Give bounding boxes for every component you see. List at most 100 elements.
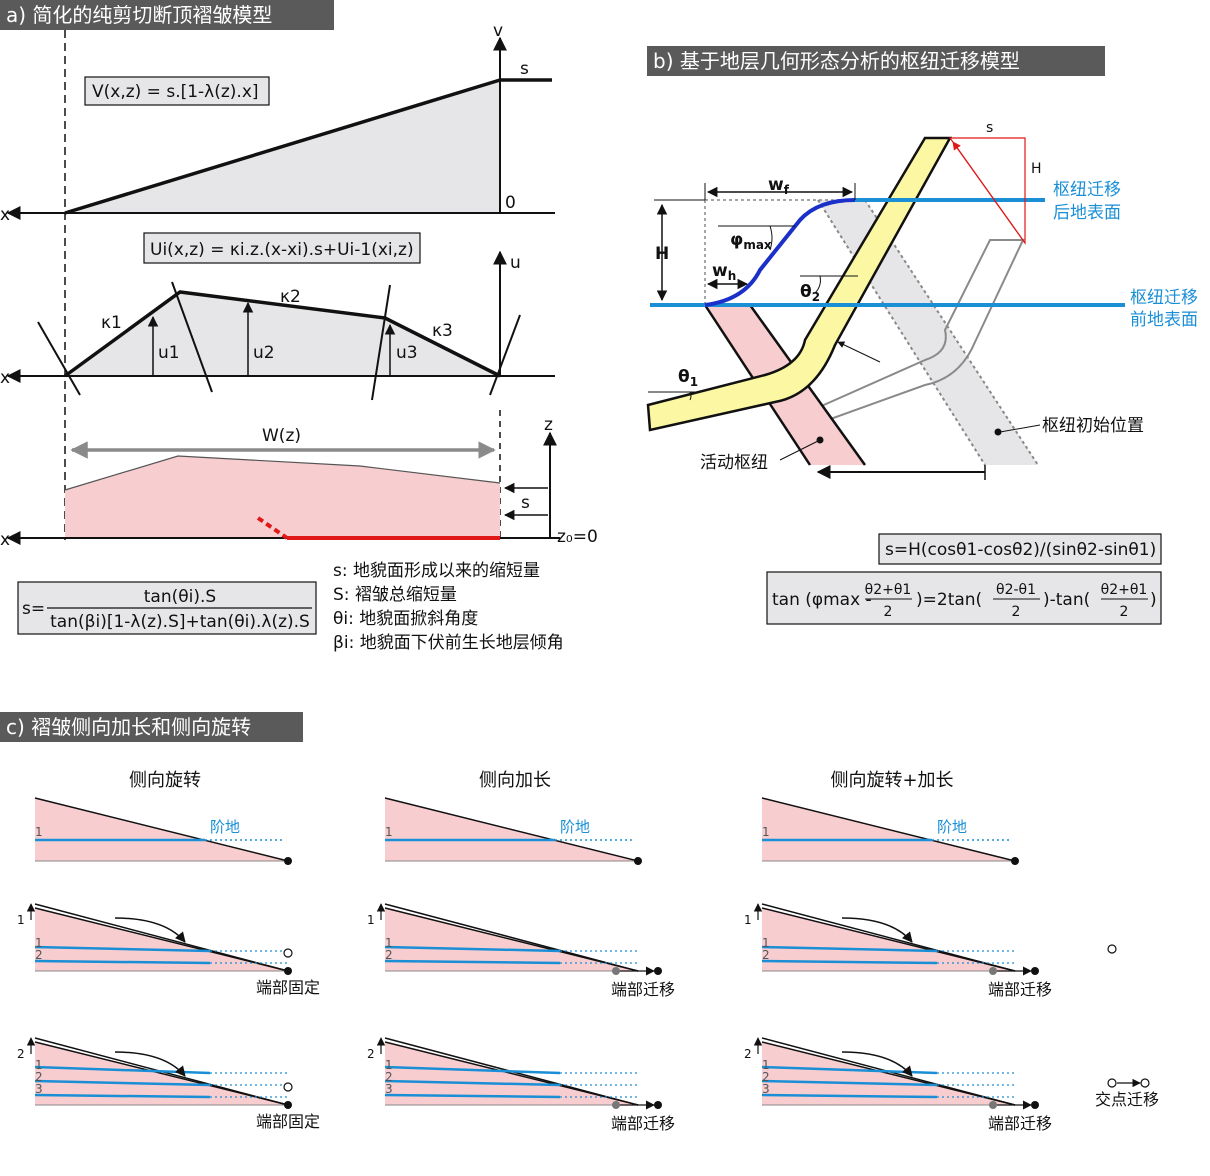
formula2-frac3-den: 2: [1120, 604, 1129, 620]
intersection-point: [283, 1082, 293, 1092]
uplift-number: 1: [17, 913, 25, 927]
red-triangle-arrow: [952, 141, 1026, 244]
formula1-box: [878, 533, 1162, 565]
tip-point: [634, 857, 642, 865]
formula1: s=H(cosθ1-cosθ2)/(sinθ2-sinθ1): [885, 540, 1156, 560]
rotation-arrow: [114, 1051, 186, 1077]
formula2-left: tan (φmax -: [772, 590, 872, 610]
formula2-frac2-num: θ2-θ1: [996, 582, 1036, 598]
terrace-number: 3: [762, 1082, 770, 1096]
terrace-number: 1: [762, 1058, 770, 1072]
terrace-number: 1: [35, 1058, 43, 1072]
terrace-number: 1: [35, 936, 43, 950]
terrace-number: 1: [762, 825, 770, 839]
terrace-line: [761, 945, 938, 953]
theta2-label: θ2: [800, 282, 820, 304]
front-surface-label-1: 枢纽迁移: [1130, 288, 1198, 308]
hinge-line-2: [171, 281, 213, 393]
fold-surface-line: [384, 797, 639, 862]
rotated-surface-line: [34, 903, 289, 972]
rotated-surface-line: [384, 903, 639, 972]
fold-scarp-profile: [704, 198, 856, 307]
x-axis-2-label: x: [0, 368, 10, 388]
theta2-arc: [814, 275, 821, 294]
tip-point: [654, 967, 662, 975]
uplift-number: 1: [367, 913, 375, 927]
formula2-frac3-num: θ2+θ1: [1101, 582, 1148, 598]
s-label: s: [520, 59, 529, 79]
u-formula-box: [143, 232, 421, 264]
active-hinge-label: 活动枢纽: [700, 453, 768, 473]
panel-a-title: a) 简化的纯剪切断顶褶皱模型: [6, 3, 272, 27]
triangle-H-label: H: [1031, 161, 1042, 177]
col-title-1: 侧向旋转: [129, 770, 201, 791]
terrace-number: 2: [762, 948, 770, 962]
u3-label: u3: [396, 343, 418, 363]
back-surface-label-1: 枢纽迁移: [1053, 180, 1121, 200]
panel-b-title-bg: [647, 46, 1105, 76]
initial-hinge-label: 枢纽初始位置: [1042, 416, 1144, 436]
x-axis-3-label: x: [0, 530, 10, 550]
terrace-label: 阶地: [560, 818, 590, 836]
terrace-line: [761, 959, 938, 965]
panel-c: c) 褶皱侧向加长和侧向旋转 侧向旋转阶地1121端部固定1232端部固定侧向加…: [0, 712, 1159, 1133]
terrace-number: 2: [35, 1070, 43, 1084]
v-axis-label: v: [493, 21, 503, 41]
uplift-number: 2: [17, 1047, 25, 1061]
terrace-line: [384, 1065, 561, 1075]
kappa3-label: κ3: [432, 321, 453, 341]
x-axis-1-label: x: [0, 205, 10, 225]
growth-strata-top: [64, 455, 501, 491]
fold-surface-line: [34, 797, 289, 862]
old-tip-point: [612, 1101, 620, 1109]
intersection-point: [1107, 1078, 1117, 1088]
rotated-surface-line: [761, 903, 1016, 972]
formula2-mid2: )-tan(: [1043, 590, 1090, 610]
tip-point: [284, 967, 292, 975]
initial-hinge-dotted-1: [817, 199, 986, 466]
initial-hinge-dot: [994, 428, 1002, 436]
v-formula: V(x,z) = s.[1-λ(z).x]: [92, 82, 259, 102]
intersection-point-new: [1140, 1078, 1150, 1088]
tip-label: 端部迁移: [611, 980, 675, 999]
w-label: W(z): [262, 426, 301, 446]
terrace-number: 3: [35, 1082, 43, 1096]
intersection-label: 交点迁移: [1095, 1090, 1159, 1109]
u-axis-label: u: [510, 253, 521, 273]
panel-b: b) 基于地层几何形态分析的枢纽迁移模型 s H H wf: [646, 46, 1198, 625]
v-formula-box: [84, 76, 270, 106]
tip-point: [284, 857, 292, 865]
front-surface-label-2: 前地表面: [1130, 310, 1198, 330]
rotation-arrow: [841, 917, 913, 943]
initial-hinge-dotted-2: [864, 199, 1039, 466]
panel-c-title: c) 褶皱侧向加长和侧向旋转: [6, 715, 251, 739]
z-axis-label: z: [544, 415, 553, 435]
terrace-line: [384, 1079, 561, 1087]
panel-a: a) 简化的纯剪切断顶褶皱模型 x v s 0 V(x,z) = s.[1-λ(…: [0, 0, 598, 653]
panel-b-title: b) 基于地层几何形态分析的枢纽迁移模型: [653, 49, 1020, 73]
red-dashed-fault: [256, 516, 289, 540]
migration-arrow-diagonal: [837, 341, 881, 363]
growth-strata-fill: [65, 456, 500, 538]
theta1-label: θ1: [678, 367, 698, 389]
theta1-arc: [689, 391, 692, 401]
hinge-line-1: [37, 321, 81, 396]
s-formula-denominator: tan(βi)[1-λ(z).S]+tan(θi).λ(z).S: [50, 612, 310, 632]
H-label: H: [655, 244, 669, 264]
wf-label: wf: [768, 175, 790, 197]
tip-point: [654, 1101, 662, 1109]
u2-label: u2: [253, 343, 275, 363]
active-hinge-dot: [816, 436, 824, 444]
old-tip-point: [989, 967, 997, 975]
tip-label: 端部迁移: [988, 980, 1052, 999]
terrace-number: 2: [385, 948, 393, 962]
terrace-line: [384, 945, 561, 953]
tip-label: 端部固定: [256, 978, 320, 997]
formula2-mid: )=2tan(: [916, 590, 982, 610]
terrace-number: 1: [385, 825, 393, 839]
panel-c-title-bg: [0, 712, 303, 742]
terrace-line: [384, 959, 561, 965]
zero-label: 0: [505, 193, 516, 213]
uplift-number: 2: [744, 1047, 752, 1061]
